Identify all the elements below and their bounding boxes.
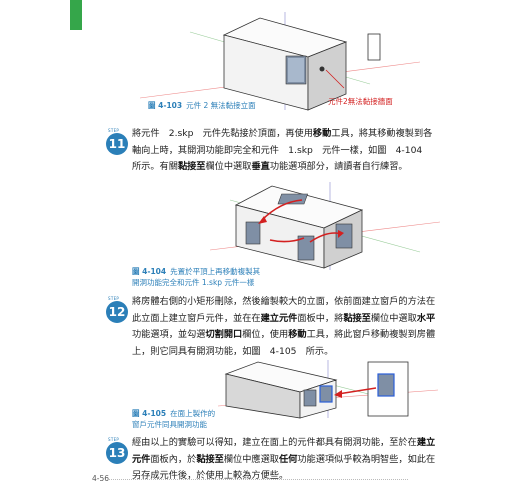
step-12-badge: STEP 12: [106, 296, 130, 323]
figure-4-105: [218, 360, 438, 420]
text-run: 經由以上的實驗可以得知，建立在面上的元件都具有開洞功能，至於在: [132, 437, 417, 448]
step-13-badge: STEP 13: [106, 437, 130, 464]
figure-4-105-illustration: [218, 360, 438, 419]
text-run: 欄位中選取: [370, 312, 417, 324]
text-run: 面板內，於: [150, 453, 197, 465]
bold-term: 任何: [279, 453, 298, 465]
text-run: 面板中，將: [297, 312, 344, 324]
figure-caption: 元件 2 無法黏接立面: [186, 101, 256, 110]
bold-term: 建立元件: [132, 437, 436, 465]
text-run: 工具，將此窗戶移動複製到房體上，則它同具有開洞功能，如圖 4-105 所示。: [132, 329, 436, 357]
bold-term: 黏接至: [343, 312, 371, 324]
step-number: 13: [106, 442, 128, 464]
bold-term: 垂直: [251, 161, 270, 172]
figure-4-104-illustration: [210, 182, 440, 270]
step-12-text: 將房體右側的小矩形刪除，然後繪製較大的立面，依前面建立窗戶的方法在此立面上建立窗…: [132, 294, 437, 360]
figure-caption-line1: 在面上製作的: [170, 409, 216, 418]
bold-term: 移動: [312, 128, 332, 139]
step-number: 12: [106, 301, 128, 323]
bold-term: 黏接至: [196, 453, 224, 465]
page-number: 4-56: [92, 474, 110, 483]
figure-caption-line2: 開洞功能完全和元件 1.skp 元件一樣: [132, 278, 255, 287]
step-word: STEP: [108, 128, 120, 133]
text-run: 工具，將其移動複製到各軸向上時，其開洞功能即完全和元件 1.skp 元件一樣，如…: [132, 128, 433, 172]
step-word: STEP: [108, 296, 120, 301]
text-run: 功能選項，並勾選: [132, 329, 206, 340]
figure-4-103: [140, 12, 420, 112]
bold-term: 切割開口: [205, 329, 243, 340]
bold-term: 黏接至: [177, 161, 206, 172]
figure-label: 圖 4-105: [132, 409, 167, 418]
text-run: 欄位，使用: [242, 329, 289, 340]
bold-term: 建立元件: [260, 312, 298, 324]
figure-caption-line1: 先置於平頂上再移動複製其: [170, 267, 261, 276]
figure-caption-line2: 窗戶元件同具開洞功能: [132, 420, 207, 429]
figure-label: 圖 4-104: [132, 267, 167, 276]
step-number: 11: [106, 133, 128, 155]
text-run: 功能選項似乎較為明智些，如此在另存成元件後，於使用上較為方便些。: [132, 453, 436, 482]
figure-label: 圖 4-103: [148, 101, 183, 110]
step-word: STEP: [108, 437, 120, 442]
step-11-text: 將元件 2.skp 元件先黏接於頂面，再使用移動工具，將其移動複製到各軸向上時，…: [132, 126, 437, 176]
text-run: 將元件 2.skp 元件先黏接於頂面，再使用: [132, 128, 313, 139]
footer-rule: [108, 479, 408, 480]
figure-4-104: [210, 182, 440, 272]
text-run: 將房體右側的小矩形刪除，然後繪製較大的立面，依前面建立窗戶的方法在此立面上建立窗…: [132, 296, 436, 324]
step-11-badge: STEP 11: [106, 128, 130, 155]
chapter-tab: [70, 0, 82, 30]
figure-4-103-illustration: [140, 12, 420, 111]
text-run: 欄位中應選取: [223, 453, 279, 465]
step-13-text: 經由以上的實驗可以得知，建立在面上的元件都具有開洞功能，至於在建立元件面板內，於…: [132, 435, 437, 485]
bold-term: 移動: [288, 329, 307, 340]
figure-4-103-callout: 元件2無法黏接牆面: [328, 97, 393, 106]
text-run: 欄位中選取: [205, 161, 252, 172]
text-run: 功能選項部分，請讀者自行練習。: [269, 161, 408, 172]
bold-term: 水平: [416, 312, 436, 324]
